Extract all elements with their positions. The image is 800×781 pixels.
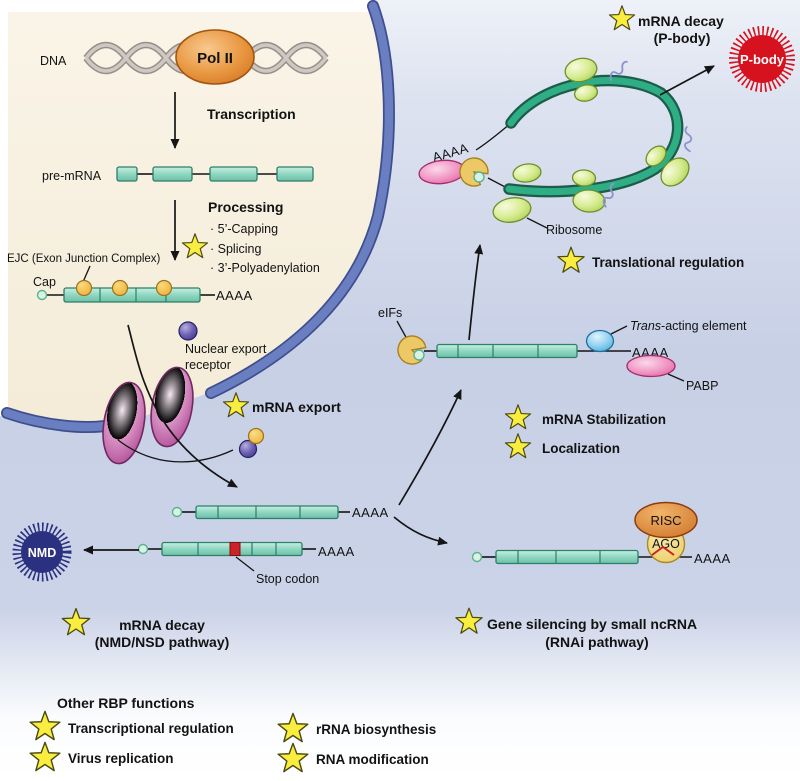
trans-rest: -acting element bbox=[661, 319, 747, 333]
ejc-connector bbox=[82, 265, 91, 283]
receptor-label-line2: receptor bbox=[185, 358, 231, 372]
ejc-ball bbox=[111, 279, 129, 297]
capping-label: · 5’-Capping bbox=[210, 222, 278, 236]
cap-circle bbox=[36, 289, 48, 301]
pabp-protein bbox=[626, 354, 676, 378]
free-ribosome bbox=[492, 197, 532, 223]
pbody-decay-sub: (P-body) bbox=[654, 30, 711, 46]
exported-receptor bbox=[238, 439, 258, 459]
pbody-starburst: P-body bbox=[729, 26, 795, 92]
ribosome-on-mrna bbox=[512, 163, 542, 183]
trans-acting-label: Trans-acting element bbox=[630, 319, 747, 333]
ago-label: AGO bbox=[652, 537, 680, 551]
left-margin bbox=[0, 0, 8, 416]
rrna-biosynthesis-label: rRNA biosynthesis bbox=[316, 722, 436, 737]
exported-mrna bbox=[171, 505, 350, 520]
pore-subunit-left bbox=[102, 381, 146, 465]
ribosome-small-subunit bbox=[571, 169, 597, 187]
ejc-label: EJC (Exon Junction Complex) bbox=[7, 253, 161, 265]
mrna-with-stop-codon bbox=[137, 541, 316, 557]
top-margin bbox=[0, 0, 372, 12]
receptor-label-line1: Nuclear export bbox=[185, 342, 267, 356]
pbody-label: P-body bbox=[740, 52, 785, 67]
ribosome-connector bbox=[526, 217, 548, 229]
mrna-decay-title: mRNA decay bbox=[119, 617, 205, 633]
cap-circle bbox=[473, 171, 485, 183]
ejc-ball bbox=[75, 279, 93, 297]
localization-label: Localization bbox=[542, 441, 620, 456]
pre-mrna bbox=[116, 166, 314, 182]
ribosome-large-subunit bbox=[572, 189, 606, 213]
eifs-label: eIFs bbox=[378, 306, 402, 320]
ribosome-small-subunit bbox=[573, 84, 599, 102]
ribosome-small-subunit bbox=[645, 145, 667, 167]
pore-subunit-right bbox=[150, 366, 194, 448]
pbody-decay-title: mRNA decay bbox=[638, 13, 724, 29]
rna-polymerase bbox=[175, 29, 255, 85]
nucleus-region bbox=[8, 12, 388, 422]
mrna-export-label: mRNA export bbox=[252, 399, 341, 415]
polya-label: AAAA bbox=[216, 288, 253, 303]
virus-replication-label: Virus replication bbox=[68, 751, 174, 766]
nmd-starburst: NMD bbox=[12, 522, 72, 582]
pabp-connector bbox=[667, 373, 685, 382]
dna-label: DNA bbox=[40, 54, 67, 68]
splicing-label: · Splicing bbox=[210, 242, 261, 256]
eifs-connector bbox=[396, 320, 408, 340]
ejc-ball bbox=[155, 279, 173, 297]
nmd-label: NMD bbox=[28, 546, 56, 560]
cargo-protein bbox=[247, 427, 265, 445]
stop-codon-mark bbox=[229, 542, 241, 556]
translation-loop: AAAA bbox=[418, 57, 696, 223]
initiating-mrna bbox=[393, 329, 631, 368]
to-translation-arrow bbox=[468, 244, 484, 341]
silenced-mrna: RISC AGO bbox=[471, 501, 698, 565]
trans-italic: Trans bbox=[630, 319, 661, 333]
ribosome-large-subunit bbox=[660, 157, 690, 187]
polya-label: AAAA bbox=[352, 505, 389, 520]
cap-circle bbox=[413, 349, 425, 361]
pre-mrna-label: pre-mRNA bbox=[42, 169, 102, 183]
export-receptor bbox=[178, 321, 198, 341]
receptor-path bbox=[117, 439, 234, 463]
gene-silencing-sub: (RNAi pathway) bbox=[545, 634, 648, 650]
transcription-label: Transcription bbox=[207, 106, 296, 122]
to-stabilization-arrow bbox=[398, 389, 462, 506]
cap-circle bbox=[171, 506, 183, 518]
to-silencing-arrow bbox=[393, 516, 448, 546]
risc-label: RISC bbox=[650, 513, 681, 528]
sirna-guide bbox=[651, 545, 675, 556]
processing-label: Processing bbox=[208, 199, 283, 215]
transcriptional-regulation-label: Transcriptional regulation bbox=[68, 721, 234, 736]
stop-codon-label: Stop codon bbox=[256, 572, 319, 586]
gene-silencing-title: Gene silencing by small ncRNA bbox=[487, 616, 697, 632]
spliced-mrna bbox=[36, 279, 215, 303]
risc-complex bbox=[634, 501, 698, 539]
rna-modification-label: RNA modification bbox=[316, 752, 429, 767]
cap-label: Cap bbox=[33, 275, 56, 289]
translational-regulation-label: Translational regulation bbox=[592, 255, 744, 270]
trans-acting-connector bbox=[610, 325, 628, 335]
export-arrow bbox=[127, 324, 238, 488]
ribosome-label: Ribosome bbox=[546, 223, 602, 237]
other-rbp-heading: Other RBP functions bbox=[57, 695, 195, 711]
cap-circle bbox=[471, 551, 483, 563]
to-pbody-arrow bbox=[659, 65, 715, 96]
ribosome-large-subunit bbox=[564, 57, 598, 83]
polyadenylation-label: · 3’-Polyadenylation bbox=[210, 261, 320, 275]
polya-label: AAAA bbox=[318, 544, 355, 559]
pabp-label: PABP bbox=[686, 379, 718, 393]
cap-circle bbox=[137, 543, 149, 555]
mrna-decay-sub: (NMD/NSD pathway) bbox=[95, 634, 230, 650]
trans-acting-element bbox=[585, 329, 615, 353]
polya-label: AAAA bbox=[694, 551, 731, 566]
pol2-label: Pol II bbox=[197, 50, 233, 67]
stabilization-label: mRNA Stabilization bbox=[542, 412, 666, 427]
nuclear-pore bbox=[102, 366, 194, 465]
stop-codon-connector bbox=[235, 556, 255, 572]
